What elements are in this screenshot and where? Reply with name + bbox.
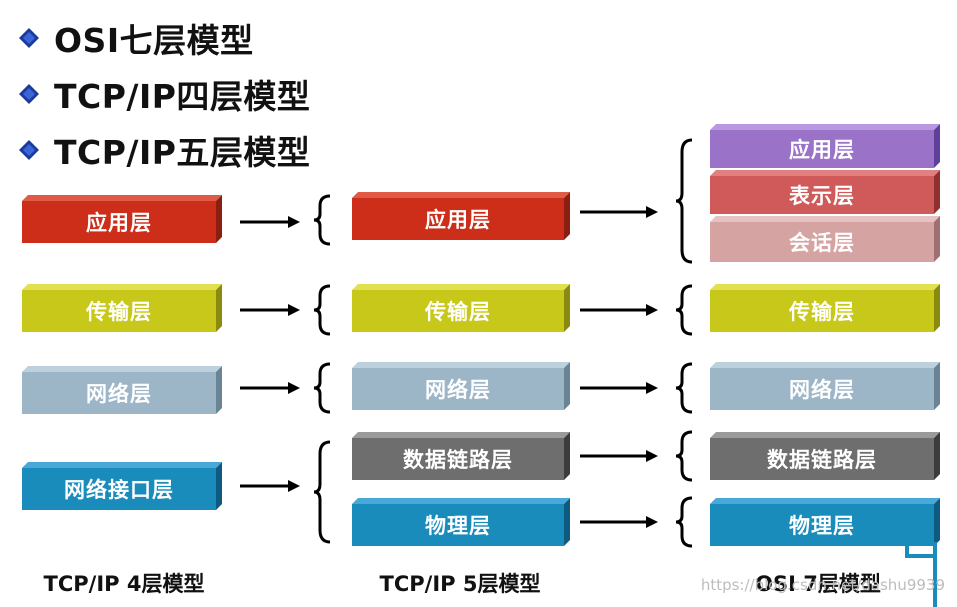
layer-label: 会话层 — [789, 231, 855, 255]
layer-label: 应用层 — [86, 211, 152, 235]
brace-small-icon — [675, 496, 693, 548]
column-label-tcpip5: TCP/IP 5层模型 — [379, 572, 541, 596]
layer-block-app7: 应用层 — [710, 124, 940, 168]
layer-block-transport7: 传输层 — [710, 284, 940, 332]
block-3d-shape — [352, 192, 570, 240]
bullet-text: TCP/IP五层模型 — [54, 133, 311, 172]
arrow-right-icon — [580, 450, 658, 462]
block-3d-shape — [22, 462, 222, 510]
corner-bracket-decoration — [905, 542, 937, 607]
layer-label: 传输层 — [789, 300, 855, 324]
diamond-bullet-icon — [19, 28, 39, 48]
layer-label: 传输层 — [425, 300, 491, 324]
bullet-osi7: OSI七层模型 — [18, 16, 254, 60]
layer-block-physical7: 物理层 — [710, 498, 940, 546]
block-3d-shape — [710, 216, 940, 262]
block-3d-shape — [22, 366, 222, 414]
arrow-right-icon — [580, 516, 658, 528]
layer-block-app5: 应用层 — [352, 192, 570, 240]
arrow-right-icon — [580, 206, 658, 218]
layer-label: 应用层 — [789, 138, 855, 162]
layer-block-datalink7: 数据链路层 — [710, 432, 940, 480]
brace-small-icon — [313, 194, 331, 246]
arrow-right-icon — [240, 304, 300, 316]
block-3d-shape — [352, 284, 570, 332]
brace-small-icon — [313, 284, 331, 336]
arrow-right-icon — [240, 216, 300, 228]
column-label-osi7: OSI 7层模型 — [755, 572, 881, 596]
arrow-right-icon — [240, 480, 300, 492]
block-3d-shape — [710, 170, 940, 214]
layer-label: 物理层 — [425, 514, 491, 538]
arrow-right-icon — [580, 304, 658, 316]
block-3d-shape — [22, 195, 222, 243]
block-3d-shape — [710, 432, 940, 480]
brace-large-icon — [675, 138, 693, 264]
layer-label: 传输层 — [86, 300, 152, 324]
brace-small-icon — [675, 362, 693, 414]
layer-block-datalink5: 数据链路层 — [352, 432, 570, 480]
layer-block-presentation7: 表示层 — [710, 170, 940, 214]
layer-block-network4: 网络层 — [22, 366, 222, 414]
watermark: https://blog.csdn.net/dashu9939 — [700, 576, 945, 594]
block-3d-shape — [352, 362, 570, 410]
layer-block-link4: 网络接口层 — [22, 462, 222, 510]
layer-label: 应用层 — [425, 208, 491, 232]
brace-small-icon — [675, 430, 693, 482]
layer-label: 数据链路层 — [767, 448, 877, 472]
layer-block-network5: 网络层 — [352, 362, 570, 410]
bullet-tcpip4: TCP/IP四层模型 — [18, 72, 310, 116]
layer-block-physical5: 物理层 — [352, 498, 570, 546]
layer-label: 物理层 — [789, 514, 855, 538]
bullet-text: TCP/IP四层模型 — [54, 77, 311, 116]
layer-label: 网络层 — [86, 382, 152, 406]
diamond-bullet-icon — [19, 140, 39, 160]
brace-small-icon — [675, 284, 693, 336]
block-3d-shape — [352, 498, 570, 546]
arrow-right-icon — [580, 382, 658, 394]
layer-block-transport5: 传输层 — [352, 284, 570, 332]
block-3d-shape — [710, 284, 940, 332]
layer-label: 网络层 — [425, 378, 491, 402]
bullet-text: OSI七层模型 — [54, 21, 254, 60]
block-3d-shape — [352, 432, 570, 480]
brace-small-icon — [313, 362, 331, 414]
bullet-tcpip5: TCP/IP五层模型 — [18, 128, 310, 172]
brace-large-icon — [313, 440, 331, 544]
layer-block-app4: 应用层 — [22, 195, 222, 243]
block-3d-shape — [710, 498, 940, 546]
layer-label: 网络接口层 — [64, 478, 174, 502]
layer-block-session7: 会话层 — [710, 216, 940, 262]
column-label-tcpip4: TCP/IP 4层模型 — [43, 572, 205, 596]
diamond-bullet-icon — [19, 84, 39, 104]
layer-block-transport4: 传输层 — [22, 284, 222, 332]
layer-block-network7: 网络层 — [710, 362, 940, 410]
layer-label: 表示层 — [789, 184, 855, 208]
block-3d-shape — [710, 124, 940, 168]
arrow-right-icon — [240, 382, 300, 394]
layer-label: 网络层 — [789, 378, 855, 402]
block-3d-shape — [22, 284, 222, 332]
layer-label: 数据链路层 — [403, 448, 513, 472]
block-3d-shape — [710, 362, 940, 410]
